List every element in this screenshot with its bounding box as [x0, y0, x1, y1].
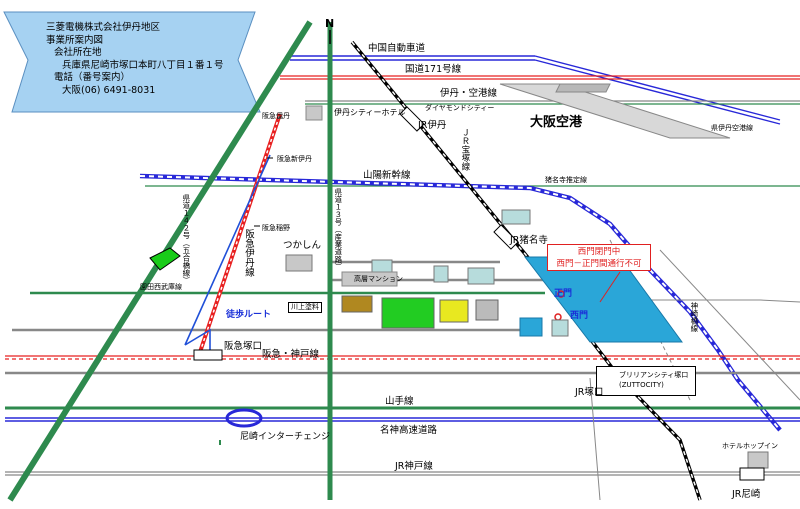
phone-heading: 電話（番号案内）	[54, 72, 131, 84]
notice-line1: 西門閉門中	[577, 247, 621, 257]
green-field	[149, 247, 181, 271]
address-heading: 会社所在地	[54, 47, 102, 59]
green-building	[381, 297, 435, 329]
jr-kobe-line	[5, 471, 800, 476]
interchange-ring	[225, 408, 263, 428]
ic-label: 尼崎インターチェンジ	[240, 432, 331, 442]
itami-kuko-line	[305, 100, 800, 105]
airport-label: 大阪空港	[530, 115, 583, 130]
north-label: N	[325, 17, 335, 30]
kendo142-label: 県道１４２号（五合橋線）	[181, 194, 191, 284]
diamond-city-label: ダイヤモンドシティー	[425, 104, 495, 112]
hankyu-itami-line-label: 阪急伊丹線	[242, 229, 254, 277]
sonoda-label: 園田西武庫線	[140, 283, 182, 291]
jr-itami-label: JR伊丹	[418, 120, 447, 131]
gate-notice: 西門閉門中 西門－正門間通行不可	[547, 244, 651, 271]
main-gate-label: 正門	[554, 289, 573, 299]
zuttocity-label: (ZUTTOCITY)	[619, 381, 664, 389]
station-shin-itami: 阪急新伊丹	[277, 155, 312, 163]
walk-route	[184, 154, 271, 355]
address: 兵庫県尼崎市塚口本町八丁目１番１号	[62, 59, 224, 71]
company-banner: 三菱電機株式会社伊丹地区 事業所案内図 会社所在地 兵庫県尼崎市塚口本町八丁目１…	[46, 22, 224, 98]
hankyu-kobe-line	[5, 355, 800, 360]
tsukashin-label: つかしん	[283, 240, 322, 251]
phone: 大阪(06) 6491-8031	[62, 84, 156, 96]
jr-kobe-label: JR神戸線	[395, 461, 433, 472]
route171	[280, 75, 800, 80]
notice-line2: 西門－正門間通行不可	[556, 259, 642, 269]
kanzaki-bashi-label: 神崎橋線	[689, 302, 699, 332]
station-tsukaguchi-hankyu: 阪急塚口	[224, 341, 263, 352]
kuko-line-label: 県伊丹空港線	[711, 124, 753, 132]
hankyu-kobe-label: 阪急・神戸線	[262, 349, 320, 360]
highrise-label: 高層マンション	[354, 275, 403, 283]
tsukashin-building	[285, 254, 313, 272]
station-inano: 阪急稲野	[262, 224, 290, 232]
banner-shape	[3, 11, 261, 113]
meishin-expressway	[5, 417, 800, 422]
jr-takarazuka-label: ＪＲ宝塚線	[459, 128, 470, 171]
hotel-hop-in-label: ホテルホップイン	[722, 442, 778, 450]
jr-inadera-label: JR猪名寺	[510, 235, 548, 246]
tsukaguchi-station-rect	[193, 349, 223, 361]
kendo13-label: 県道１３号（産業道路）	[333, 188, 343, 271]
city-hotel-label: 伊丹シティーホテル	[334, 108, 406, 117]
jr-amagasaki-label: JR尼崎	[732, 489, 761, 500]
kawakami-label: 川上塗料	[288, 302, 322, 313]
brilliantcity-label: ブリリアンシティ塚口	[619, 371, 689, 379]
station-hankyu-itami: 阪急伊丹	[262, 112, 290, 120]
jr-tsukaguchi-label: JR塚口	[575, 387, 604, 398]
route171-label: 国道171号線	[405, 64, 462, 75]
west-gate-label: 西門	[570, 311, 589, 321]
chugoku-label: 中国自動車道	[368, 43, 426, 54]
yamate-label: 山手線	[385, 396, 414, 407]
brilliantcity-box: ブリリアンシティ塚口 (ZUTTOCITY)	[596, 366, 696, 396]
sanyo-label: 山陽新幹線	[363, 170, 411, 181]
company-name: 三菱電機株式会社伊丹地区	[46, 22, 161, 33]
inadera-label: 猪名寺推定線	[545, 176, 587, 184]
itami-kuko-label: 伊丹・空港線	[440, 88, 498, 99]
walk-route-label: 徒歩ルート	[226, 310, 272, 320]
banner-title: 事業所案内図	[46, 34, 104, 46]
airport-shape	[499, 83, 731, 139]
meishin-label: 名神高速道路	[380, 425, 438, 436]
